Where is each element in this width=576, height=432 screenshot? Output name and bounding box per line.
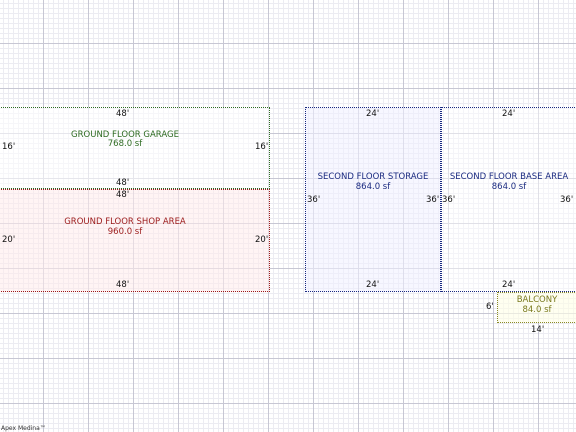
storage-dim-top: 24': [366, 109, 380, 119]
shop-area-label: 960.0 sf: [107, 227, 143, 237]
storage-dim-bottom: 24': [366, 280, 380, 290]
garage-dim-top: 48': [116, 109, 130, 119]
storage-dim-right: 36': [426, 195, 440, 205]
shop-name-label: GROUND FLOOR SHOP AREA: [64, 217, 186, 227]
base-dim-left: 36': [442, 195, 456, 205]
room-second-floor-storage[interactable]: [305, 107, 441, 292]
shop-dim-right: 20': [255, 235, 269, 245]
garage-dim-right: 16': [255, 142, 269, 152]
balcony-dim-bottom: 14': [531, 325, 545, 335]
room-ground-floor-shop-area[interactable]: [0, 189, 270, 292]
room-balcony[interactable]: [497, 292, 576, 323]
base-dim-bottom: 24': [502, 280, 516, 290]
garage-area-label: 768.0 sf: [107, 139, 143, 149]
shop-dim-top: 48': [116, 190, 130, 200]
base-area-label: 864.0 sf: [491, 182, 527, 192]
garage-dim-bottom: 48': [116, 178, 130, 188]
balcony-name-label: BALCONY: [516, 295, 558, 305]
balcony-dim-left: 6': [486, 302, 494, 312]
storage-name-label: SECOND FLOOR STORAGE: [317, 172, 429, 182]
garage-name-label: GROUND FLOOR GARAGE: [71, 130, 179, 140]
garage-dim-left: 16': [2, 142, 16, 152]
shop-dim-bottom: 48': [116, 280, 130, 290]
watermark-text: Apex Medina™: [1, 425, 46, 432]
room-second-floor-base-area[interactable]: [441, 107, 576, 292]
room-ground-floor-garage[interactable]: [0, 107, 270, 189]
base-dim-right: 36': [560, 195, 574, 205]
storage-area-label: 864.0 sf: [355, 182, 391, 192]
base-name-label: SECOND FLOOR BASE AREA: [449, 172, 569, 182]
storage-dim-left: 36': [307, 195, 321, 205]
base-dim-top: 24': [502, 109, 516, 119]
balcony-area-label: 84.0 sf: [522, 305, 552, 315]
shop-dim-left: 20': [2, 235, 16, 245]
